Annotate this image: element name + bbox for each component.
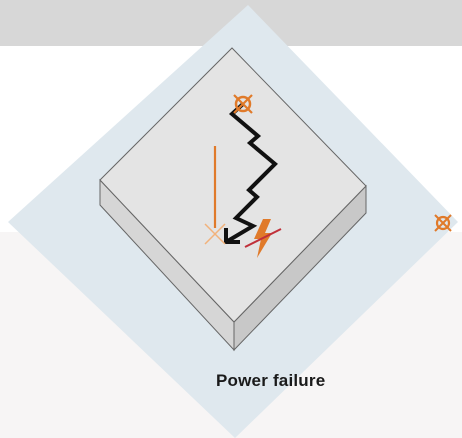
cube-top-face bbox=[99, 47, 367, 323]
lamp-icon bbox=[204, 223, 226, 245]
caption-label: Power failure bbox=[216, 371, 326, 390]
origin-cross-icon bbox=[233, 94, 253, 114]
path-arrow-icon bbox=[224, 102, 278, 244]
path-arrowhead bbox=[224, 228, 240, 244]
outside-lamp-icon bbox=[434, 214, 452, 232]
failure-slash bbox=[244, 228, 282, 248]
